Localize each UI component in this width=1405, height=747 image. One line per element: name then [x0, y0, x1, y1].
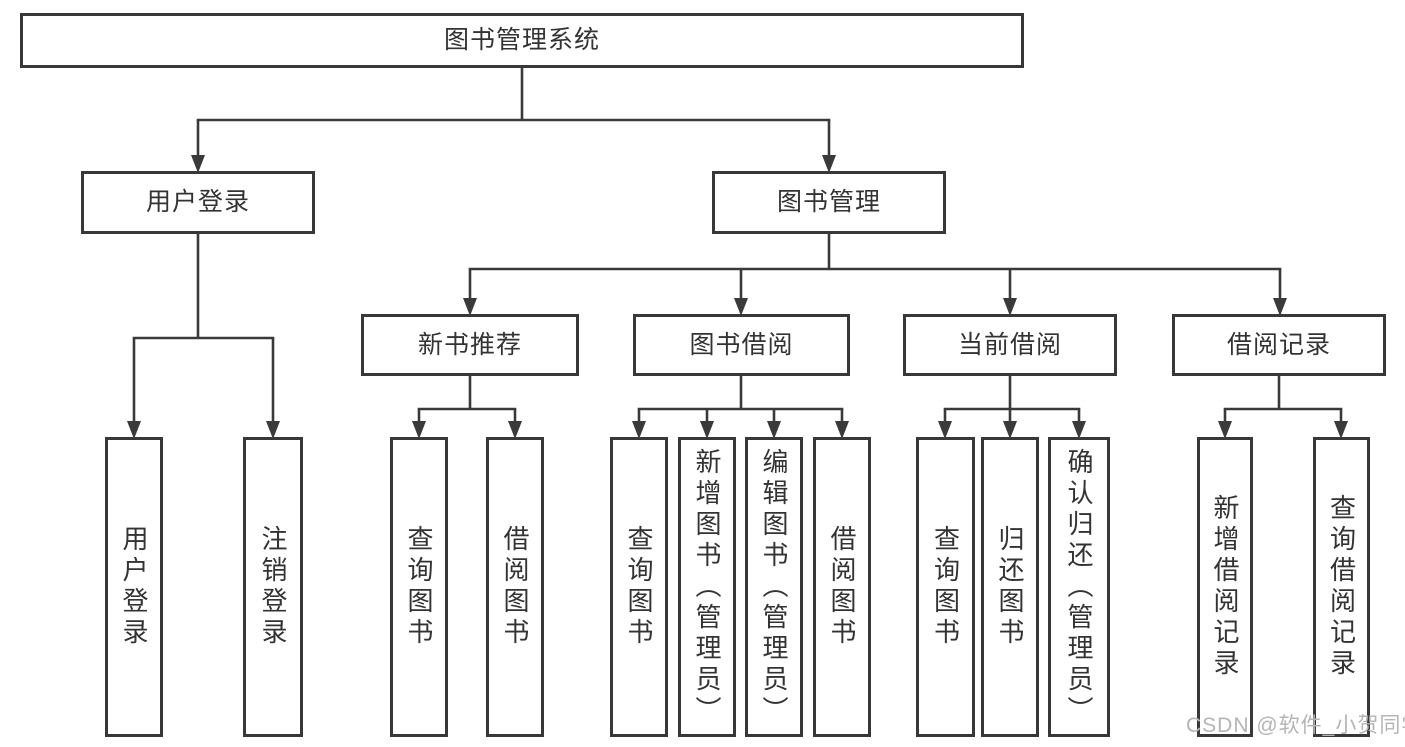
leaf-query-books-current-label: 查询图书	[930, 525, 961, 649]
node-new-book-recommend: 新书推荐	[361, 314, 579, 376]
leaf-user-login-label: 用户登录	[119, 525, 149, 649]
leaf-borrow-books-recommend-label: 借阅图书	[500, 525, 530, 649]
leaf-return-books: 归还图书	[981, 437, 1039, 737]
leaf-query-books-recommend: 查询图书	[390, 437, 448, 737]
leaf-query-borrow-record-label: 查询借阅记录	[1326, 494, 1357, 680]
leaf-add-books-admin-label: 新增图书（管理员）	[692, 447, 722, 727]
node-current-borrow-label: 当前借阅	[957, 330, 1062, 359]
leaf-user-login: 用户登录	[105, 437, 163, 737]
leaf-confirm-return-admin: 确认归还（管理员）	[1048, 437, 1110, 737]
leaf-query-books-recommend-label: 查询图书	[404, 525, 434, 649]
leaf-add-borrow-record-label: 新增借阅记录	[1210, 494, 1240, 680]
leaf-add-books-admin: 新增图书（管理员）	[678, 437, 736, 737]
node-book-management-label: 图书管理	[776, 188, 881, 216]
csdn-watermark: CSDN @软件_小贺同学	[1186, 714, 1405, 737]
node-library-system-label: 图书管理系统	[443, 26, 600, 54]
node-user-login-label: 用户登录	[145, 188, 250, 216]
node-book-borrow: 图书借阅	[633, 314, 850, 376]
leaf-query-books-borrow: 查询图书	[610, 437, 668, 737]
leaf-query-books-current: 查询图书	[916, 437, 975, 737]
node-book-borrow-label: 图书借阅	[689, 330, 794, 359]
leaf-query-borrow-record: 查询借阅记录	[1313, 437, 1370, 737]
node-borrow-records: 借阅记录	[1172, 314, 1386, 376]
leaf-edit-books-admin-label: 编辑图书（管理员）	[759, 447, 789, 727]
leaf-add-borrow-record: 新增借阅记录	[1197, 437, 1253, 737]
node-current-borrow: 当前借阅	[903, 314, 1117, 376]
leaf-return-books-label: 归还图书	[995, 525, 1025, 649]
node-borrow-records-label: 借阅记录	[1226, 330, 1331, 359]
leaf-logout-label: 注销登录	[258, 525, 288, 649]
leaf-borrow-books: 借阅图书	[813, 437, 871, 737]
leaf-logout: 注销登录	[243, 437, 303, 737]
node-library-system: 图书管理系统	[20, 13, 1024, 68]
node-new-book-recommend-label: 新书推荐	[417, 330, 522, 359]
leaf-query-books-borrow-label: 查询图书	[624, 525, 654, 649]
leaf-borrow-books-recommend: 借阅图书	[486, 437, 544, 737]
leaf-confirm-return-admin-label: 确认归还（管理员）	[1064, 447, 1094, 727]
node-user-login: 用户登录	[81, 171, 315, 234]
leaf-edit-books-admin: 编辑图书（管理员）	[745, 437, 803, 737]
leaf-borrow-books-label: 借阅图书	[827, 525, 857, 649]
node-book-management: 图书管理	[712, 171, 946, 234]
